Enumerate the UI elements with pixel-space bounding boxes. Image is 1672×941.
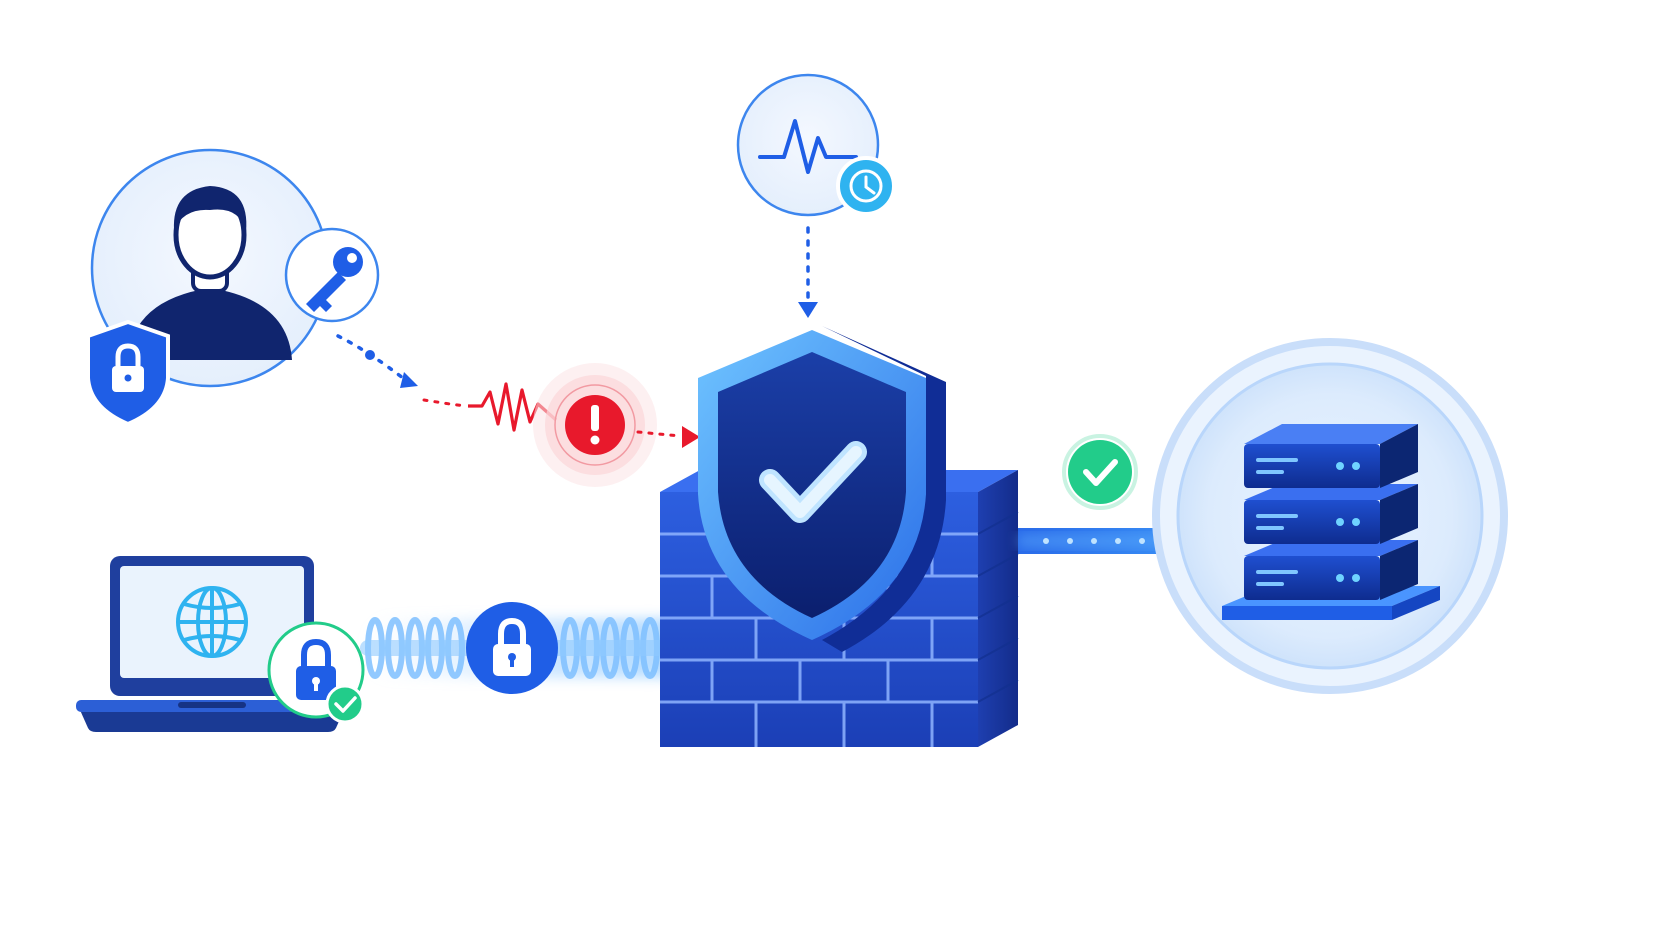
padlock-icon bbox=[466, 602, 558, 694]
allowed-connection bbox=[1018, 434, 1216, 574]
globe-icon bbox=[176, 586, 248, 658]
monitor-node bbox=[736, 73, 896, 318]
check-icon bbox=[1062, 434, 1138, 510]
laptop-node bbox=[76, 556, 365, 732]
user-node bbox=[86, 148, 380, 427]
threat-connection bbox=[336, 334, 700, 487]
shield-lock-icon bbox=[86, 319, 170, 427]
monitor-arrow-head-icon bbox=[798, 302, 818, 318]
signal-wave-icon bbox=[468, 382, 558, 432]
server-node bbox=[1152, 338, 1508, 694]
key-icon bbox=[306, 247, 363, 312]
key-badge bbox=[284, 227, 380, 323]
shield-check-icon bbox=[698, 326, 946, 652]
server-stack-icon bbox=[1222, 424, 1440, 620]
clock-icon bbox=[836, 156, 896, 216]
lock-check-icon bbox=[267, 621, 365, 724]
alert-icon bbox=[533, 363, 657, 487]
firewall-node bbox=[660, 326, 1019, 747]
dot-node bbox=[365, 350, 375, 360]
threat-arrow-head-icon bbox=[682, 426, 700, 448]
encrypted-tunnel bbox=[360, 602, 706, 694]
arrow-head-icon bbox=[400, 372, 418, 388]
heartbeat-icon bbox=[758, 119, 858, 174]
